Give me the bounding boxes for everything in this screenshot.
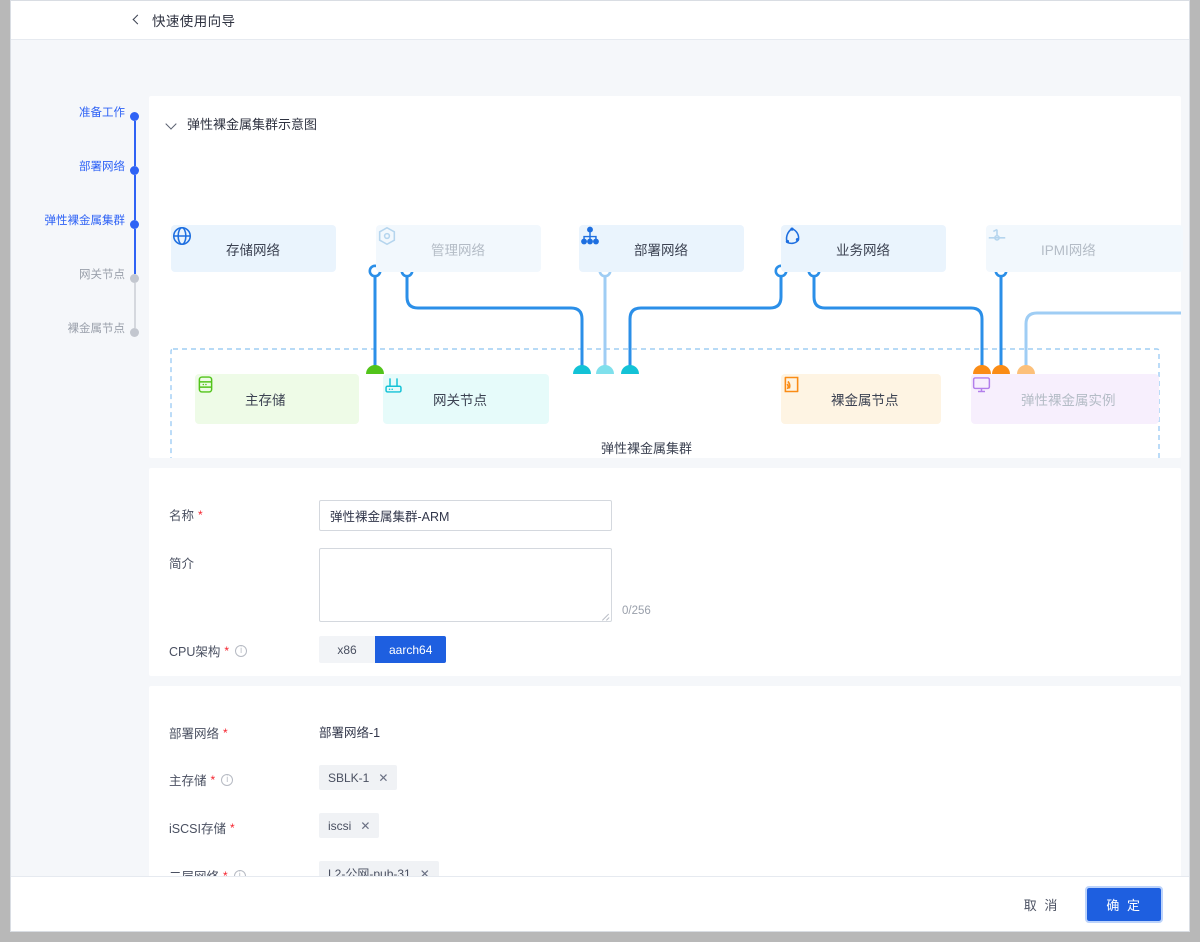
name-input[interactable]: [319, 500, 612, 531]
node-box-baremetal-instance[interactable]: 弹性裸金属实例: [971, 374, 1159, 424]
signal-icon: [784, 376, 820, 410]
required-marker: *: [229, 820, 235, 835]
network-box-management[interactable]: 管理网络: [376, 225, 541, 272]
basic-info-card: 名称 * 简介 0/256 CPU架构 * i: [149, 468, 1181, 676]
network-box-label: 业务网络: [836, 242, 890, 258]
step-label: 网关节点: [79, 269, 125, 281]
step-item-deploy-network[interactable]: 部署网络: [11, 122, 139, 220]
deploy-network-value: 部署网络-1: [319, 726, 381, 740]
form-row-deploy-network: 部署网络 * 部署网络-1: [169, 718, 380, 742]
router-icon: [385, 378, 422, 410]
node-box-label: 网关节点: [433, 393, 487, 408]
step-dot: [130, 112, 139, 121]
step-item-preparation[interactable]: 准备工作: [11, 68, 139, 166]
sitemap-icon: [581, 226, 623, 260]
architecture-diagram: 存储网络 管理网络: [149, 142, 1183, 458]
form-row-name: 名称 *: [169, 500, 612, 531]
network-box-label: 部署网络: [634, 242, 688, 258]
step-dot: [130, 328, 139, 337]
node-box-gateway[interactable]: 网关节点: [383, 374, 549, 424]
tag-label: SBLK-1: [328, 770, 370, 785]
page-body: 准备工作 部署网络 弹性裸金属集群 网关节点 裸金属节点: [11, 40, 1189, 931]
iscsi-storage-label: iSCSI存储 *: [169, 820, 235, 837]
step-connector: [133, 283, 136, 328]
step-connector: [133, 121, 136, 166]
monitor-icon: [972, 377, 1010, 410]
chevron-left-icon[interactable]: [129, 13, 143, 27]
required-marker: *: [223, 870, 228, 882]
hexagon-target-icon: [378, 226, 420, 260]
globe-icon: [172, 226, 215, 260]
node-box-main-storage[interactable]: 主存储: [195, 374, 359, 424]
required-marker: *: [210, 772, 216, 787]
required-marker: *: [224, 643, 230, 658]
deploy-network-label: 部署网络 *: [169, 725, 228, 742]
step-label: 裸金属节点: [67, 323, 126, 335]
network-config-card: 部署网络 * 部署网络-1 主存储 * i SBLK-1 ✕ iSCSI存储: [149, 686, 1181, 900]
main-storage-label: 主存储 * i: [169, 765, 319, 789]
form-row-iscsi-storage: iSCSI存储 * iscsi ✕: [169, 813, 380, 838]
ipmi-port-icon: [988, 228, 1030, 260]
required-marker: *: [223, 725, 228, 740]
network-box-label: 存储网络: [226, 242, 280, 258]
step-dot: [130, 274, 139, 283]
close-icon[interactable]: ✕: [378, 770, 389, 785]
diagram-card: 弹性裸金属集群示意图: [149, 96, 1183, 458]
diagram-header[interactable]: 弹性裸金属集群示意图: [149, 96, 1181, 133]
main-storage-tag[interactable]: SBLK-1 ✕: [319, 765, 398, 790]
network-box-label: 管理网络: [431, 242, 485, 258]
close-icon[interactable]: ✕: [419, 866, 430, 881]
character-counter: 0/256: [622, 605, 651, 617]
page-header: 快速使用向导: [11, 1, 1189, 40]
step-connector: [133, 229, 136, 274]
triangle-nodes-icon: [785, 227, 825, 260]
form-row-main-storage: 主存储 * i SBLK-1 ✕: [169, 765, 398, 790]
network-box-storage[interactable]: 存储网络: [171, 225, 336, 272]
page-title: 快速使用向导: [152, 14, 236, 29]
diagram-title: 弹性裸金属集群示意图: [187, 117, 318, 132]
quick-start-wizard-window: 快速使用向导 准备工作 部署网络 弹性裸金属集群 网关节点: [10, 0, 1190, 932]
chevron-down-icon[interactable]: [164, 117, 178, 131]
step-item-baremetal-cluster[interactable]: 弹性裸金属集群: [11, 176, 139, 274]
network-box-deploy[interactable]: 部署网络: [579, 225, 744, 272]
step-label: 部署网络: [79, 161, 125, 173]
info-icon[interactable]: i: [235, 644, 248, 657]
cluster-boundary-label: 弹性裸金属集群: [601, 441, 693, 456]
cpu-arch-segmented-control[interactable]: x86 aarch64: [319, 636, 447, 663]
name-label: 名称 *: [169, 507, 203, 524]
step-dot: [130, 220, 139, 229]
form-row-cpu-arch: CPU架构 * i x86 aarch64: [169, 636, 447, 663]
step-label: 弹性裸金属集群: [44, 215, 126, 227]
cluster-boundary: [170, 348, 1160, 458]
confirm-button[interactable]: 确 定: [1085, 886, 1163, 923]
required-marker: *: [198, 507, 203, 522]
step-item-baremetal-node[interactable]: 裸金属节点: [11, 284, 139, 338]
description-wrapper: 0/256: [319, 548, 651, 625]
iscsi-storage-tag[interactable]: iscsi ✕: [319, 813, 380, 838]
cpu-arch-label: CPU架构 * i: [169, 636, 319, 660]
tag-label: iscsi: [328, 818, 352, 833]
info-icon[interactable]: i: [221, 773, 234, 786]
close-icon[interactable]: ✕: [360, 818, 371, 833]
cpu-arch-option-aarch64[interactable]: aarch64: [375, 636, 447, 663]
node-box-label: 主存储: [245, 393, 286, 408]
wizard-steps: 准备工作 部署网络 弹性裸金属集群 网关节点 裸金属节点: [11, 68, 139, 338]
step-label: 准备工作: [79, 107, 125, 119]
cancel-button[interactable]: 取 消: [1014, 889, 1070, 920]
description-label: 简介: [169, 557, 195, 571]
step-item-gateway-node[interactable]: 网关节点: [11, 230, 139, 328]
node-box-label: 弹性裸金属实例: [1021, 393, 1116, 408]
description-textarea[interactable]: [319, 548, 612, 622]
node-box-label: 裸金属节点: [831, 393, 899, 408]
step-dot: [130, 166, 139, 175]
cpu-arch-option-x86[interactable]: x86: [319, 636, 375, 663]
network-box-ipmi[interactable]: IPMI网络: [986, 225, 1183, 272]
step-connector: [133, 175, 136, 220]
network-box-label: IPMI网络: [1041, 242, 1096, 258]
network-box-business[interactable]: 业务网络: [781, 225, 946, 272]
dialog-footer: 取 消 确 定: [11, 876, 1189, 931]
node-box-baremetal[interactable]: 裸金属节点: [781, 374, 941, 424]
database-icon: [198, 376, 234, 410]
form-row-description: 简介 0/256: [169, 548, 651, 625]
